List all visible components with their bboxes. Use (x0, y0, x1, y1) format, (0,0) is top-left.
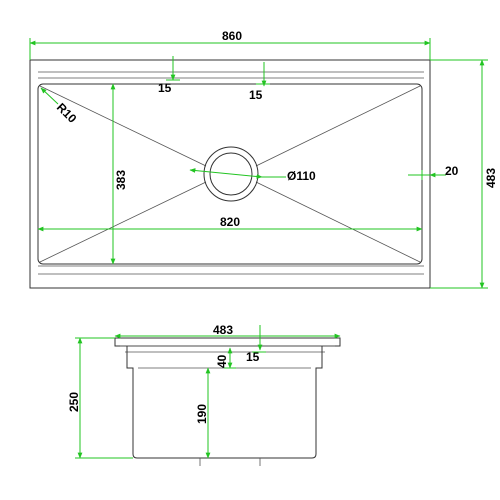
side-bowl-body (126, 346, 323, 459)
label-overall-width: 860 (222, 29, 242, 43)
slope-line-top-left (39, 85, 207, 167)
label-side-flange-40: 40 (215, 354, 229, 368)
label-side-flange-15: 15 (246, 350, 260, 364)
label-height-total: 250 (67, 392, 81, 412)
slope-line-bottom-right (255, 181, 421, 263)
label-bowl-height: 190 (195, 404, 209, 424)
side-flange (114, 337, 341, 347)
leader-corner-radius (40, 87, 59, 105)
slope-line-bottom-left (39, 181, 207, 263)
slope-line-top-right (255, 85, 421, 167)
label-ledge-left: 15 (158, 81, 172, 95)
label-bowl-width: 820 (220, 215, 240, 229)
top-view: 860 483 15 15 R10 383 820 Ø110 20 (29, 29, 498, 289)
label-bowl-depth: 383 (114, 170, 128, 190)
label-side-width: 483 (213, 323, 233, 337)
label-ledge-right: 15 (249, 88, 263, 102)
label-drain-diameter: Ø110 (287, 169, 316, 183)
label-overall-depth: 483 (484, 168, 498, 188)
label-edge-margin: 20 (445, 164, 459, 178)
side-view: 483 15 40 250 190 (67, 323, 341, 466)
dim-line-drain-diameter (189, 168, 263, 179)
